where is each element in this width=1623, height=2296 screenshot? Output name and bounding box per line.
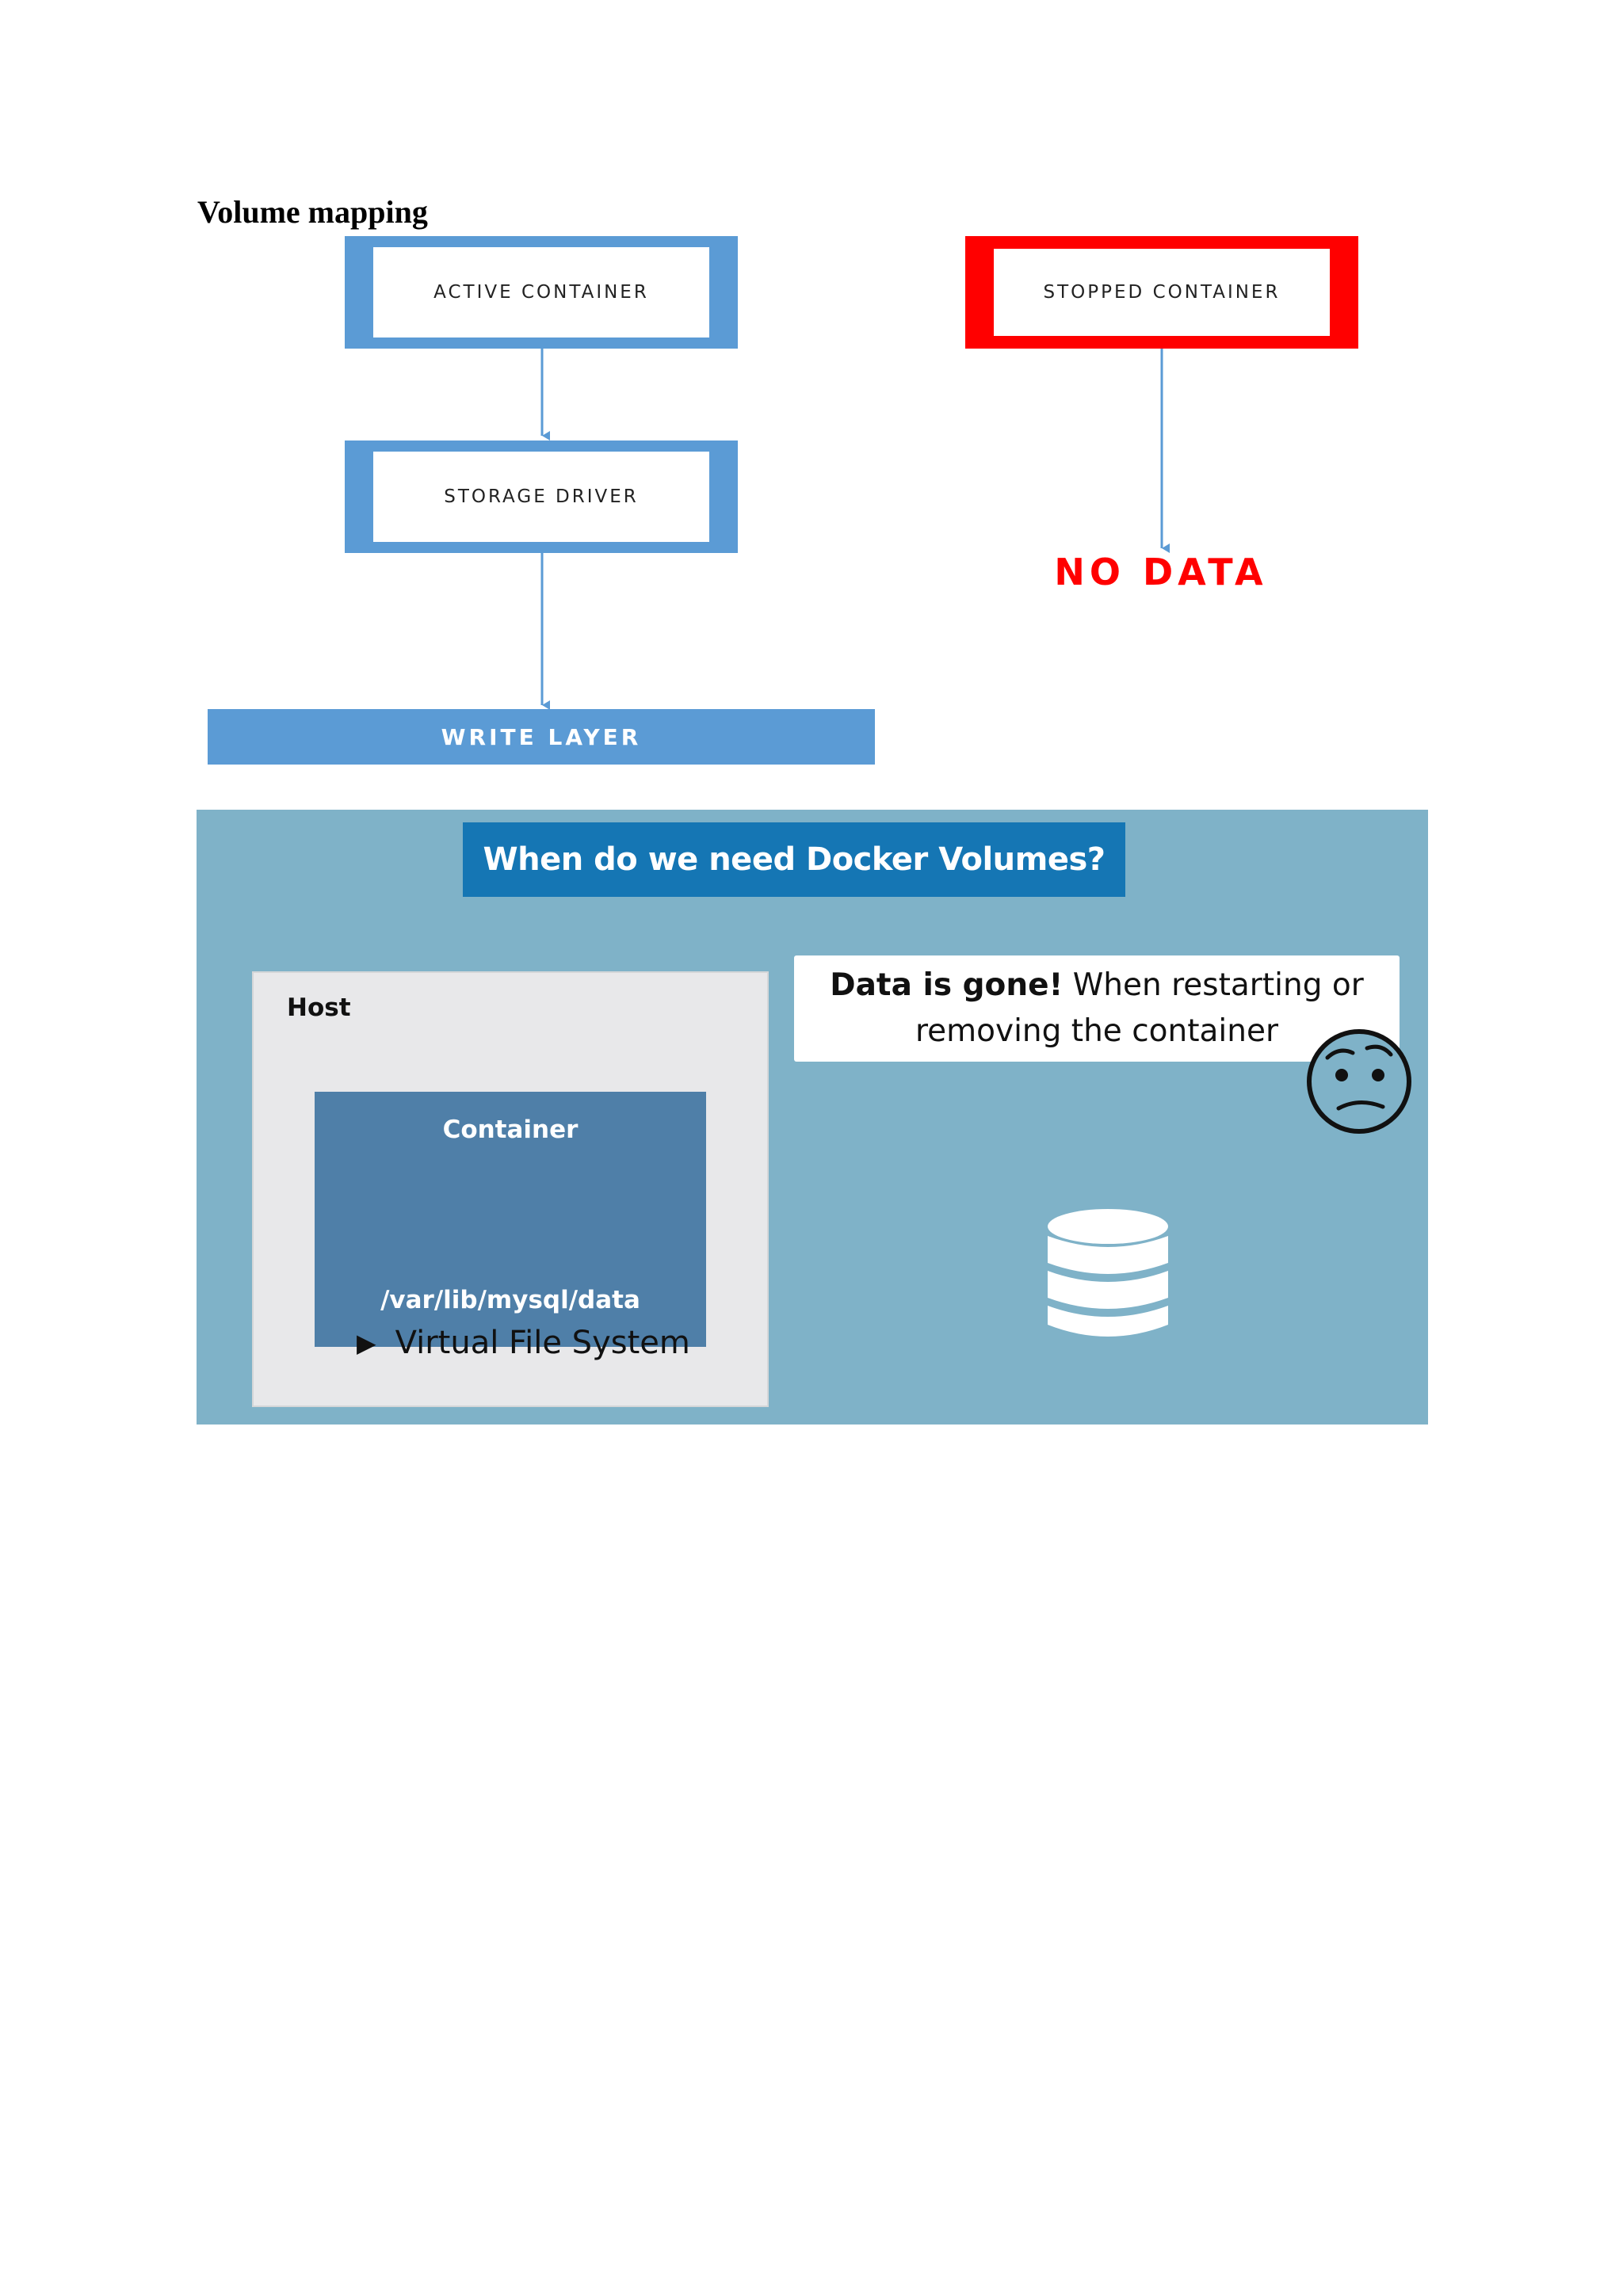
page-heading: Volume mapping <box>197 194 428 230</box>
active-container-label: ACTIVE CONTAINER <box>433 282 649 303</box>
storage-driver-box: STORAGE DRIVER <box>345 441 738 553</box>
host-label: Host <box>287 994 351 1022</box>
callout-bold-text: Data is gone! <box>830 967 1064 1003</box>
active-container-box: ACTIVE CONTAINER <box>345 236 738 349</box>
volume-mapping-diagram: ACTIVE CONTAINER STORAGE DRIVER WRITE LA… <box>0 0 1623 792</box>
data-gone-callout: Data is gone! When restarting or removin… <box>794 955 1400 1062</box>
callout-line-2: removing the container <box>915 1013 1278 1049</box>
callout-line-1: Data is gone! When restarting or <box>830 963 1364 1009</box>
stopped-container-label: STOPPED CONTAINER <box>1043 282 1281 303</box>
write-layer-bar: WRITE LAYER <box>208 709 875 765</box>
container-path: /var/lib/mysql/data <box>380 1286 640 1314</box>
database-icon <box>1048 1209 1168 1337</box>
no-data-label: NO DATA <box>1054 551 1268 593</box>
container-box <box>315 1092 706 1347</box>
stopped-container-box: STOPPED CONTAINER <box>965 236 1358 349</box>
write-layer-label: WRITE LAYER <box>441 723 642 750</box>
storage-driver-label: STORAGE DRIVER <box>444 486 639 507</box>
container-label: Container <box>442 1116 579 1144</box>
slide-title: When do we need Docker Volumes? <box>483 841 1106 878</box>
virtual-file-system-item: ▶ Virtual File System <box>357 1325 690 1361</box>
confused-face-icon <box>1307 1029 1411 1134</box>
diagram-arrows <box>540 347 1170 710</box>
callout-line-1-text: When restarting or <box>1063 967 1364 1003</box>
play-triangle-icon: ▶ <box>357 1329 376 1357</box>
virtual-file-system-label: Virtual File System <box>395 1325 690 1361</box>
slide-title-banner: When do we need Docker Volumes? <box>463 822 1125 897</box>
